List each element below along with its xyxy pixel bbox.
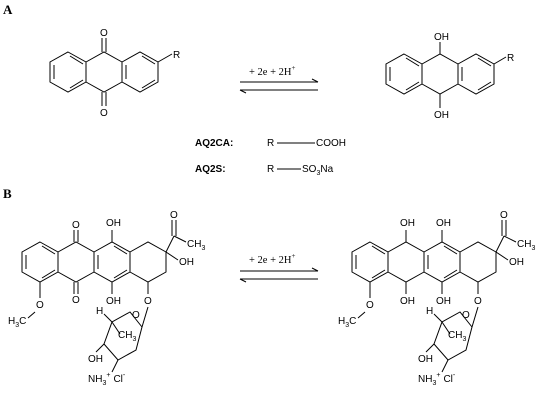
dox-glycosidic-oxygen: O bbox=[144, 296, 152, 307]
red-oh-bottom: OH bbox=[436, 296, 451, 307]
dox-sugar-h: H bbox=[96, 306, 103, 317]
dox-oh-bottom: OH bbox=[106, 296, 121, 307]
panel-b: B O O OH OH bbox=[3, 186, 535, 387]
dox-methoxy-oxygen: O bbox=[36, 300, 44, 311]
red-sugar-oh: OH bbox=[418, 354, 433, 365]
dox-sugar-ring-oxygen: O bbox=[132, 310, 140, 321]
legend-row-aq2s: AQ2S: R SO3Na bbox=[195, 164, 334, 177]
legend-name-aq2s: AQ2S: bbox=[195, 164, 226, 175]
red-sugar-h: H bbox=[426, 306, 433, 317]
legend-row-aq2ca: AQ2CA: R COOH bbox=[195, 138, 346, 149]
legend-r-aq2s: R bbox=[267, 164, 274, 175]
red-acetyl-methyl: CH3 bbox=[517, 239, 535, 252]
red-methoxy-carbon: H3C bbox=[338, 316, 356, 329]
dox-carbonyl-bottom-oxygen: O bbox=[72, 295, 80, 306]
substituent-legend: AQ2CA: R COOH AQ2S: R SO3Na bbox=[195, 138, 346, 177]
panel-a-label: A bbox=[3, 2, 13, 17]
red-oh-top: OH bbox=[436, 218, 451, 229]
legend-name-aq2ca: AQ2CA: bbox=[195, 138, 233, 149]
red-glycosidic-oxygen: O bbox=[474, 296, 482, 307]
panel-b-reaction-arrows: + 2e + 2H+ bbox=[239, 252, 319, 283]
anthrahydroquinone-product: OH OH R bbox=[385, 32, 514, 121]
red-sugar-ring-oxygen: O bbox=[462, 310, 470, 321]
dox-acetyl-oxygen: O bbox=[170, 210, 178, 221]
dox-sugar-oh: OH bbox=[88, 354, 103, 365]
panel-a: A O O R + bbox=[3, 2, 514, 177]
red-oh-c5: OH bbox=[400, 296, 415, 307]
dox-methoxy-carbon: H3C bbox=[8, 316, 26, 329]
red-ring-a-oh: OH bbox=[509, 257, 524, 268]
red-oh-c10: OH bbox=[400, 218, 415, 229]
red-acetyl-oxygen: O bbox=[500, 210, 508, 221]
dox-ring-a-oh: OH bbox=[179, 257, 194, 268]
product-oh-bottom: OH bbox=[434, 110, 449, 121]
dox-sugar-methyl: CH3 bbox=[118, 330, 136, 343]
red-sugar-methyl: CH3 bbox=[448, 330, 466, 343]
red-amine: NH3+Cl- bbox=[418, 372, 456, 387]
dox-acetyl-methyl: CH3 bbox=[187, 239, 205, 252]
legend-group-aq2s: SO3Na bbox=[302, 164, 334, 177]
product-oh-top: OH bbox=[434, 32, 449, 43]
dox-carbonyl-top-oxygen: O bbox=[72, 220, 80, 231]
panel-b-conditions: + 2e + 2H+ bbox=[249, 252, 295, 266]
red-methoxy-oxygen: O bbox=[366, 300, 374, 311]
dox-oh-top: OH bbox=[106, 218, 121, 229]
legend-r-aq2ca: R bbox=[267, 138, 274, 149]
doxorubicin-reactant: O O OH OH O CH3 OH O bbox=[8, 210, 205, 387]
panel-a-reaction-arrows: + 2e + 2H+ bbox=[239, 64, 319, 94]
legend-group-aq2ca: COOH bbox=[316, 138, 346, 149]
reactant-r-group: R bbox=[173, 50, 180, 61]
dox-amine: NH3+Cl- bbox=[88, 372, 126, 387]
product-r-group: R bbox=[507, 53, 514, 64]
carbonyl-top-oxygen: O bbox=[100, 28, 108, 39]
reduced-doxorubicin-product: OH OH OH OH O CH3 OH O H3C O bbox=[338, 210, 535, 387]
panel-a-conditions: + 2e + 2H+ bbox=[249, 64, 295, 78]
anthraquinone-reactant: O O R bbox=[49, 28, 180, 119]
carbonyl-bottom-oxygen: O bbox=[100, 108, 108, 119]
panel-b-label: B bbox=[3, 186, 12, 201]
